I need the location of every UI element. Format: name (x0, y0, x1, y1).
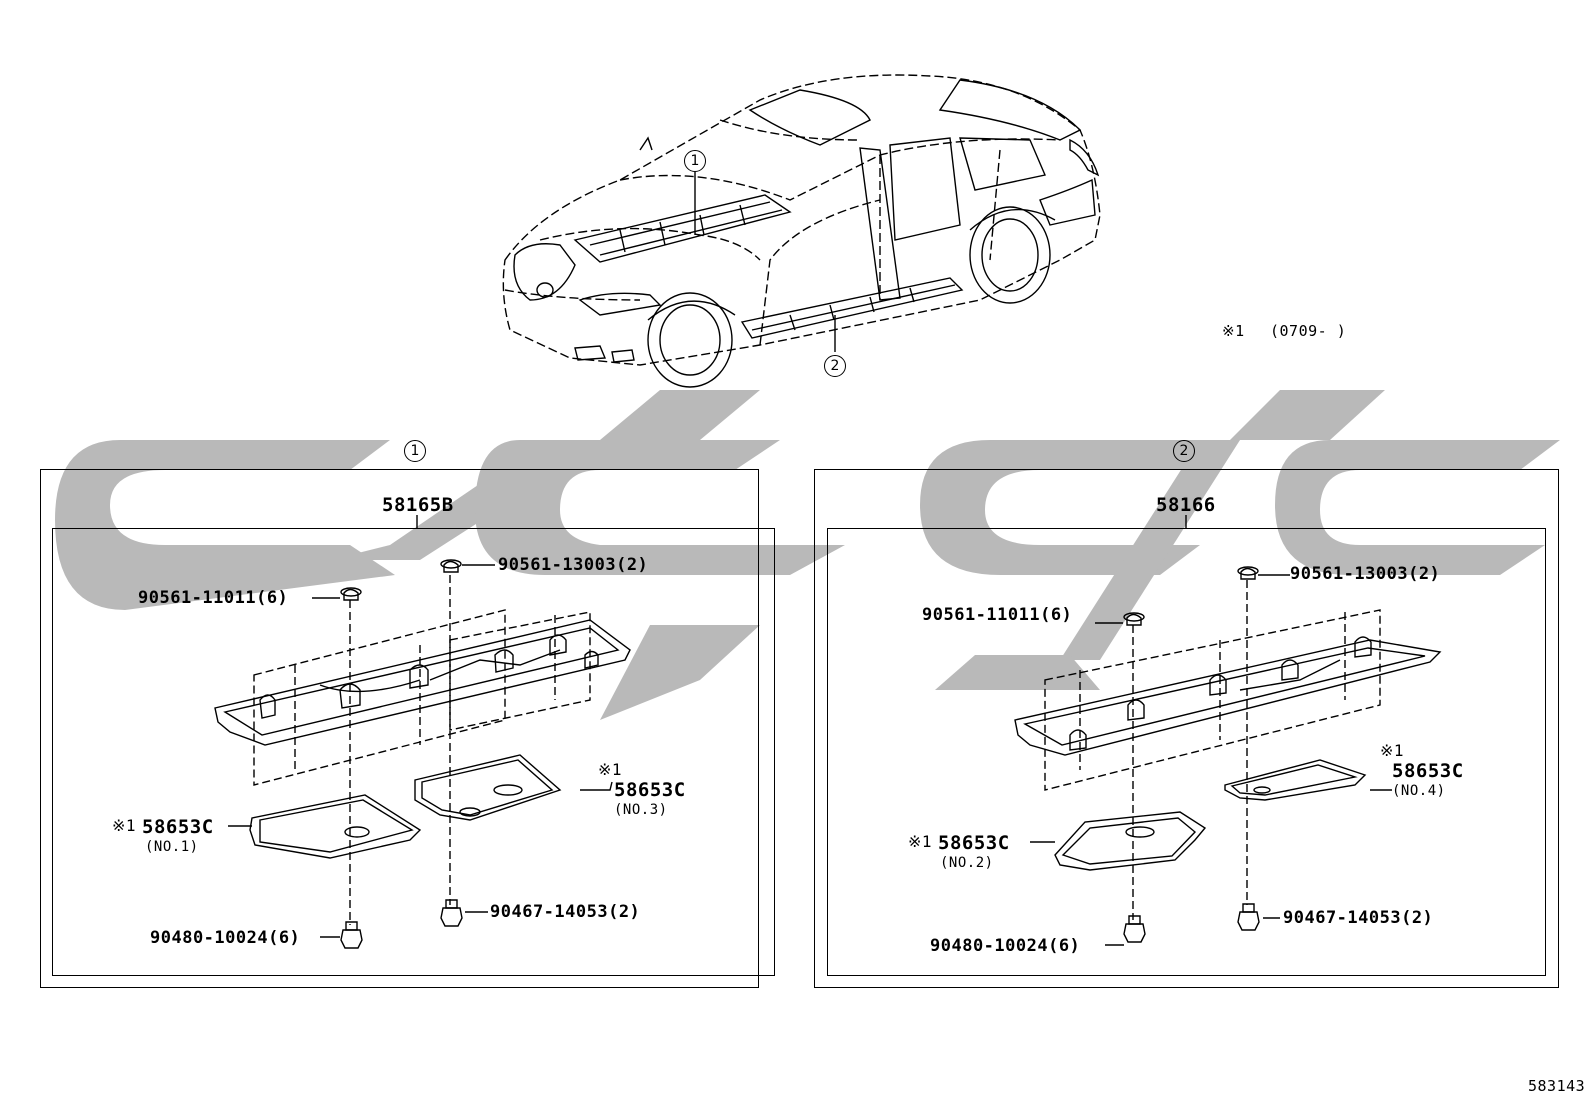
panel-2-header-callout: 2 (1173, 440, 1195, 462)
panel-2-part-bolt-right[interactable]: 90467-14053(2) (1283, 908, 1434, 928)
panel-1-cover-no1-sub: (NO.1) (145, 839, 199, 855)
panel-2-parts (1014, 515, 1442, 946)
panel-1-assembly-number[interactable]: 58165B (382, 494, 454, 516)
panel-1-cover-no3-sub: (NO.3) (614, 802, 668, 818)
panel-2-assembly-frame (827, 528, 1546, 976)
figure-id: 583143 (1528, 1077, 1586, 1095)
car-callout-1[interactable]: 1 (684, 150, 706, 172)
panel-2-part-bolt-left[interactable]: 90480-10024(6) (930, 936, 1081, 956)
panel-2-part-cover-no4[interactable]: 58653C (1392, 760, 1464, 782)
note-mark: ※1 (1222, 322, 1245, 340)
panel-1-part-clip-top[interactable]: 90561-13003(2) (498, 555, 649, 575)
panel-1-cover-no3-mark: ※1 (598, 760, 623, 779)
panel-2-frame (814, 469, 1559, 988)
panel-1-cover-no1-mark: ※1 (112, 816, 137, 835)
panel-1-part-bolt-left[interactable]: 90480-10024(6) (150, 928, 301, 948)
panel-2-part-clip-left[interactable]: 90561-11011(6) (922, 605, 1073, 625)
panel-1-part-clip-left[interactable]: 90561-11011(6) (138, 588, 289, 608)
note-date-range: (0709- ) (1270, 322, 1347, 340)
car-illustration (502, 74, 1101, 366)
car-callout-2[interactable]: 2 (824, 355, 846, 377)
panel-2-part-clip-top[interactable]: 90561-13003(2) (1290, 564, 1441, 584)
panel-2-cover-no2-sub: (NO.2) (940, 855, 994, 871)
panel-1-part-cover-no1[interactable]: 58653C (142, 816, 214, 838)
panel-2-cover-no4-sub: (NO.4) (1392, 783, 1446, 799)
panel-1-frame (40, 469, 759, 988)
panel-2-assembly-number[interactable]: 58166 (1156, 494, 1216, 516)
panel-1-header-callout: 1 (404, 440, 426, 462)
panel-1-part-cover-no3[interactable]: 58653C (614, 779, 686, 801)
panel-1-part-bolt-right[interactable]: 90467-14053(2) (490, 902, 641, 922)
panel-2-cover-no4-mark: ※1 (1380, 741, 1405, 760)
car-details (513, 79, 1100, 388)
panel-1-assembly-frame (52, 528, 775, 976)
panel-2-part-cover-no2[interactable]: 58653C (938, 832, 1010, 854)
panel-2-cover-no2-mark: ※1 (908, 832, 933, 851)
panel-1-parts (214, 515, 631, 949)
